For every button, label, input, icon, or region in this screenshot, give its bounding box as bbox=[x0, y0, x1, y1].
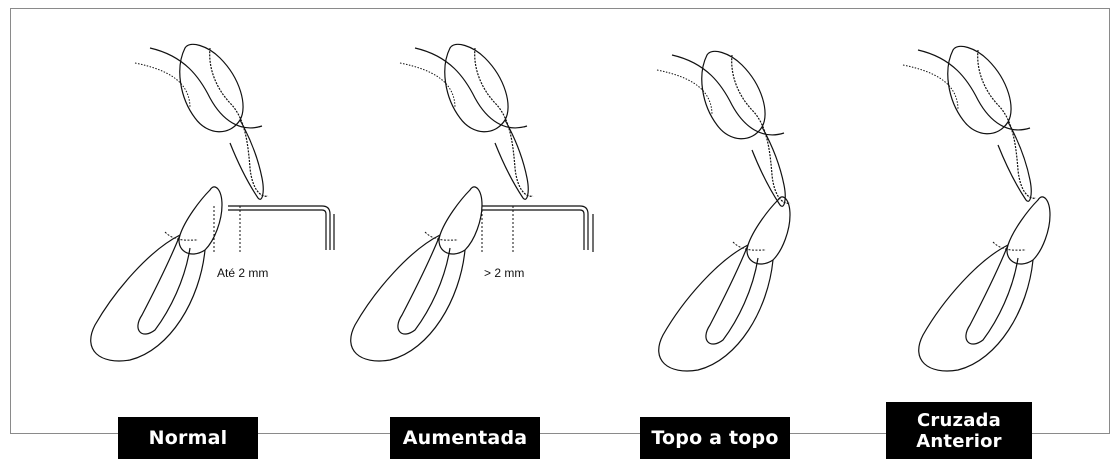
measurement-aumentada: > 2 mm bbox=[484, 266, 524, 280]
panel-aumentada: > 2 mm bbox=[351, 44, 593, 361]
upper-incisor-topo bbox=[657, 51, 790, 206]
label-cruzada-anterior: Cruzada Anterior bbox=[886, 402, 1032, 459]
lower-incisor-normal bbox=[91, 187, 222, 361]
panel-topo-a-topo bbox=[657, 51, 790, 371]
upper-incisor-aumentada bbox=[400, 44, 533, 199]
measurement-normal: Até 2 mm bbox=[217, 266, 268, 280]
lower-incisor-cruzada bbox=[919, 197, 1050, 371]
lower-incisor-topo bbox=[659, 197, 790, 371]
upper-incisor-cruzada bbox=[903, 46, 1036, 201]
upper-incisor-normal bbox=[135, 44, 268, 199]
panel-normal: Até 2 mm bbox=[91, 44, 334, 361]
label-topo-a-topo: Topo a topo bbox=[640, 417, 790, 459]
lower-incisor-aumentada bbox=[351, 187, 482, 361]
panel-cruzada-anterior bbox=[903, 46, 1050, 371]
label-aumentada: Aumentada bbox=[390, 417, 540, 459]
label-normal: Normal bbox=[118, 417, 258, 459]
